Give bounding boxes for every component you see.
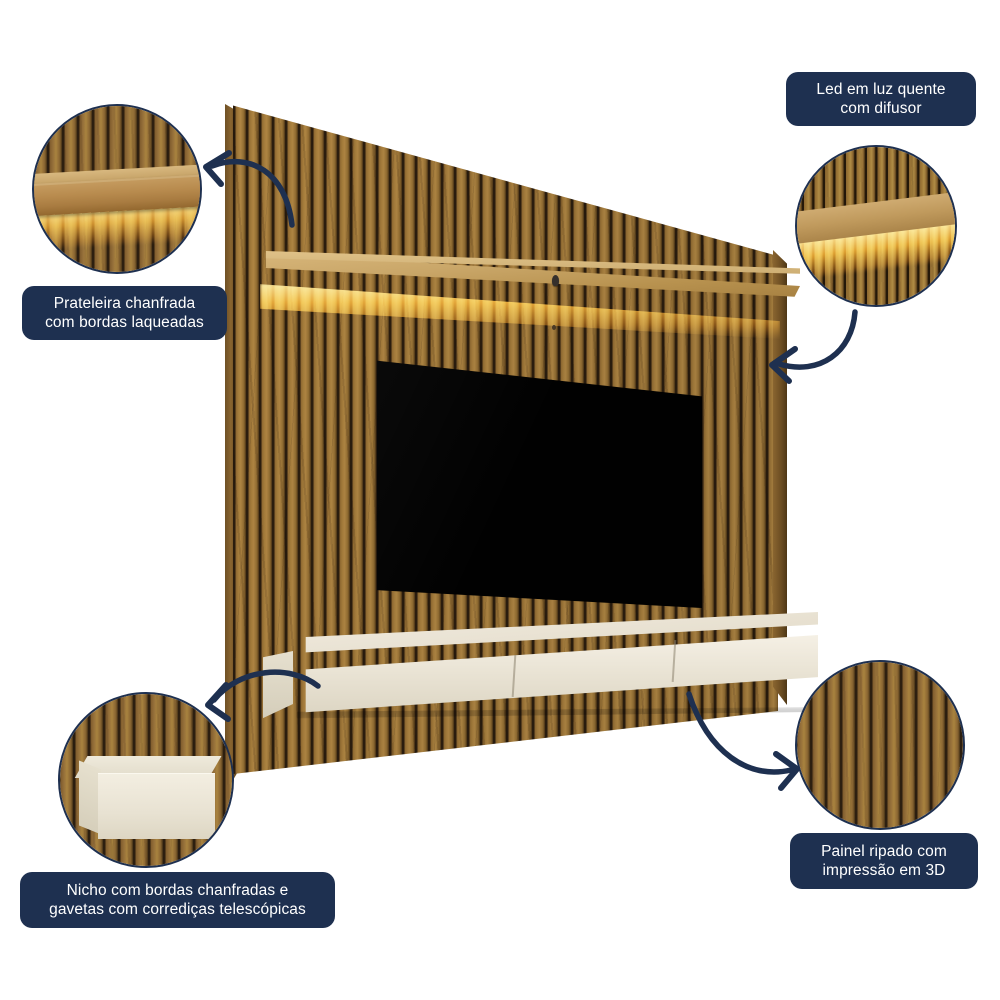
slat-texture — [797, 662, 963, 828]
panel-right-edge — [773, 250, 787, 705]
callout-label-led: Led em luz quente com difusor — [786, 72, 976, 126]
drawer-niche-detail-icon — [60, 694, 232, 866]
wood-grain-overlay — [797, 662, 963, 828]
callout-label-niche: Nicho com bordas chanfradas e gavetas co… — [20, 872, 335, 928]
detail-circle-led — [795, 145, 957, 307]
led-diffuser-detail-icon — [797, 147, 955, 305]
detail-circle-panel — [795, 660, 965, 830]
slatted-panel-detail-icon — [797, 662, 963, 828]
detail-circle-shelf — [32, 104, 202, 274]
callout-label-shelf: Prateleira chanfrada com bordas laqueada… — [22, 286, 227, 340]
tv-screen — [377, 360, 702, 608]
drawer-unit-shadow — [296, 707, 811, 719]
callout-label-panel: Painel ripado com impressão em 3D — [790, 833, 978, 889]
panel-screw-small-icon — [552, 325, 556, 330]
product-illustration — [225, 95, 818, 835]
drawer-front — [97, 773, 215, 840]
shelf-with-led-detail-icon — [34, 106, 200, 272]
detail-circle-niche — [58, 692, 234, 868]
panel-screw-icon — [552, 275, 559, 286]
